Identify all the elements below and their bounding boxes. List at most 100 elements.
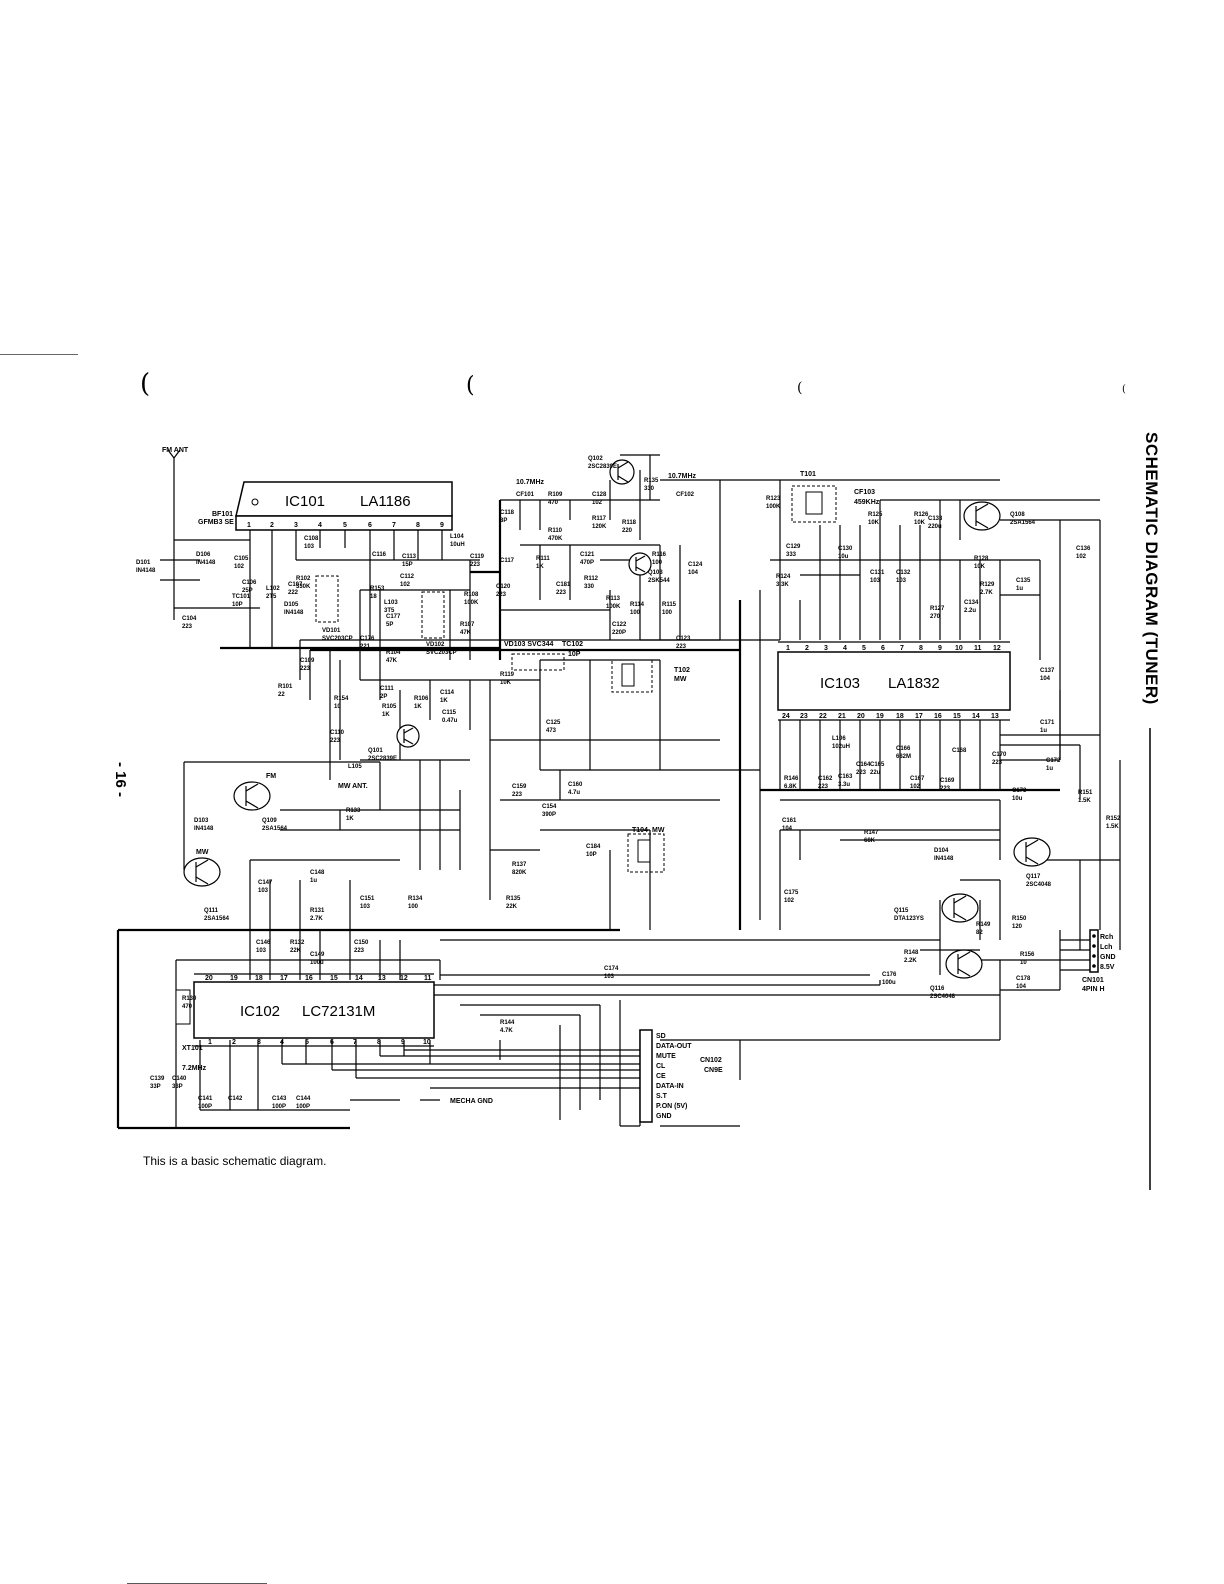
component-ref: C166: [896, 746, 911, 752]
component-value: 1u: [1040, 728, 1047, 734]
svg-text:16: 16: [934, 713, 942, 720]
component-ref: C151: [360, 896, 375, 902]
cn101-connector: Rch Lch GND 8.5V CN101 4PIN H: [1082, 929, 1116, 993]
component-ref: Q117: [1026, 874, 1041, 880]
svg-text:11: 11: [424, 975, 432, 982]
svg-text:5: 5: [305, 1039, 309, 1046]
component-value: 2.2K: [904, 958, 917, 964]
component-ref: R148: [904, 950, 919, 956]
component-ref: C108: [304, 536, 319, 542]
component-ref: C175: [784, 890, 799, 896]
component-value: 2SC2839E: [588, 464, 617, 470]
component-value: 10K: [868, 520, 880, 526]
binding-mark: (: [466, 373, 475, 398]
t104-label: T104: [632, 827, 648, 834]
component-value: 270: [930, 614, 941, 620]
component-ref: C171: [1040, 720, 1055, 726]
ic102-ref: IC102: [240, 1003, 280, 1020]
component-ref: C111: [380, 686, 394, 692]
svg-text:23: 23: [800, 713, 808, 720]
component-ref: R111: [536, 556, 550, 562]
ic102-top-pins: 20 19 18 17 16 15 14 13 12 11: [205, 975, 432, 982]
component-ref: C134: [964, 600, 979, 606]
svg-text:13: 13: [378, 975, 386, 982]
component-value: 223: [676, 644, 687, 650]
component-value: 470K: [548, 536, 563, 542]
ic103: IC103 LA1832 1 2 3 4 5 6 7 8 9 10 11 12 …: [777, 641, 1011, 721]
q101-transistor: [396, 724, 420, 748]
component-value: 333: [786, 552, 797, 558]
svg-text:4: 4: [280, 1039, 284, 1046]
component-ref: R134: [408, 896, 423, 902]
svg-text:5: 5: [862, 645, 866, 652]
component-ref: D106: [196, 552, 211, 558]
component-ref: C136: [1076, 546, 1091, 552]
component-value: 1u: [310, 878, 317, 884]
component-value: 220P: [612, 630, 626, 636]
component-value: 10uH: [450, 542, 465, 548]
mw-osc-label: MW: [196, 849, 209, 856]
svg-text:GND: GND: [656, 1113, 672, 1120]
component-ref: R112: [584, 576, 599, 582]
component-ref: VD101: [322, 628, 341, 634]
diagram-title: SCHEMATIC DIAGRAM (TUNER): [1142, 432, 1161, 705]
component-ref: C176: [882, 972, 897, 978]
component-ref: Q109: [262, 818, 277, 824]
component-value: 0.47u: [442, 718, 458, 724]
component-ref: R102: [296, 576, 311, 582]
component-value: 102: [784, 898, 795, 904]
component-value: 25P: [242, 588, 253, 594]
component-value: 2SA1564: [1010, 520, 1036, 526]
component-ref: C114: [440, 690, 455, 696]
component-ref: R106: [414, 696, 429, 702]
component-ref: C177: [386, 614, 401, 620]
component-ref: R108: [464, 592, 479, 598]
svg-text:17: 17: [915, 713, 923, 720]
component-value: SVC203CP: [322, 636, 353, 642]
cf101-freq: 10.7MHz: [516, 479, 545, 486]
component-ref: R115: [662, 602, 677, 608]
component-ref: C129: [786, 544, 801, 550]
component-value: 100P: [272, 1104, 286, 1110]
ic103-ref: IC103: [820, 675, 860, 692]
component-value: 103: [360, 904, 371, 910]
cf103-label: CF103: [854, 489, 875, 496]
q103-transistor: [628, 552, 652, 576]
tc102-label: TC102: [562, 641, 583, 648]
ic101-part: LA1186: [360, 493, 411, 510]
svg-text:2: 2: [805, 645, 809, 652]
component-ref: R147: [864, 830, 879, 836]
t101-transformer: [791, 485, 837, 523]
fm-ant-label: FM ANT: [162, 447, 189, 454]
component-value: 223: [512, 792, 523, 798]
component-ref: Q101: [368, 748, 383, 754]
q102-transistor: [609, 459, 635, 485]
component-ref: R113: [606, 596, 621, 602]
cn102-connector: SD DATA-OUT MUTE CL CE DATA-IN S.T P.ON …: [639, 1029, 723, 1123]
xt101-label: XT101: [182, 1045, 203, 1052]
component-value: 5P: [386, 622, 393, 628]
component-ref: R105: [382, 704, 397, 710]
cn102-type: CN9E: [704, 1067, 723, 1074]
mw-ant-label: MW ANT.: [338, 783, 368, 790]
component-ref: R135: [644, 478, 659, 484]
component-value: 223: [940, 786, 951, 792]
component-value: 223: [300, 666, 311, 672]
component-value: 100K: [766, 504, 781, 510]
component-value: 103: [258, 888, 269, 894]
component-value: 1u: [1016, 586, 1023, 592]
component-value: 470P: [580, 560, 594, 566]
component-value: 22: [278, 692, 285, 698]
component-ref: C106: [242, 580, 257, 586]
component-ref: R130: [182, 996, 197, 1002]
component-value: 102: [234, 564, 245, 570]
svg-text:- 16 -: - 16 -: [112, 762, 129, 797]
component-ref: R116: [652, 552, 667, 558]
component-ref: C115: [442, 710, 457, 716]
component-ref: R110: [548, 528, 563, 534]
ic101-pin: 3: [294, 522, 298, 529]
component-ref: C113: [402, 554, 417, 560]
component-ref: R124: [776, 574, 791, 580]
component-ref: L104: [450, 534, 464, 540]
component-ref: C112: [400, 574, 415, 580]
